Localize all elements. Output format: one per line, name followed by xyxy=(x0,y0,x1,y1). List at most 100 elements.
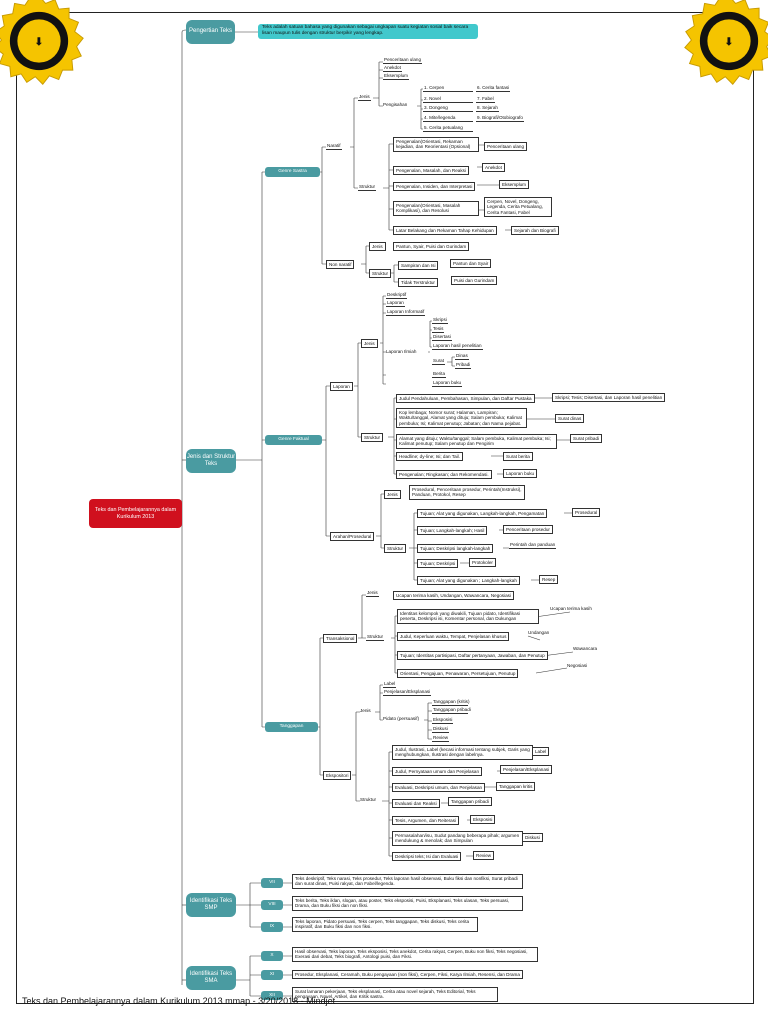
structure-box[interactable]: Pengenalan; Ringkasan; dan Rekomendasi. xyxy=(396,470,492,480)
list-item[interactable]: Disertasi xyxy=(432,334,452,341)
structure-tag[interactable]: Tanggapan pribadi xyxy=(448,797,492,807)
node-struktur[interactable]: Struktur xyxy=(360,797,377,802)
structure-box[interactable]: Pengenalan(Orientasi, Masalah Komplikasi… xyxy=(393,201,479,216)
list-item[interactable]: Pribadi xyxy=(455,362,472,369)
structure-box[interactable]: Tujuan; Deskripsi langkah-langkah xyxy=(417,544,494,554)
list-item[interactable]: Berita xyxy=(432,371,447,378)
structure-tag[interactable]: Wawancara xyxy=(573,646,598,651)
structure-tag[interactable]: Cerpen, Novel, Dongeng, Legenda, Cerita … xyxy=(484,197,552,218)
list-item[interactable]: Tesis xyxy=(432,326,445,333)
node-struktur[interactable]: Struktur xyxy=(384,544,407,554)
pdfxchange-badge-icon[interactable]: ⬇ xyxy=(0,0,86,88)
structure-tag[interactable]: Resep xyxy=(539,575,559,585)
structure-box[interactable]: Sampiran dan Isi xyxy=(398,261,439,271)
list-item[interactable]: Label xyxy=(383,681,397,688)
list-item[interactable]: 4. Mite/legenda xyxy=(423,115,473,122)
list-item[interactable]: 5. Cerita petualang xyxy=(423,125,473,132)
list-item[interactable]: Penceritaan ulang xyxy=(383,57,423,64)
node-jenis[interactable]: Jenis xyxy=(369,242,386,252)
node-struktur[interactable]: Struktur xyxy=(366,634,385,641)
structure-box[interactable]: Tujuan; Deskripsi xyxy=(417,559,459,569)
list-item[interactable]: Diskusi xyxy=(432,726,449,733)
structure-box[interactable]: Judul, Keperluan waktu, Tempat, Penjelas… xyxy=(397,632,510,642)
list-item[interactable]: Tanggapan pribadi xyxy=(432,707,471,714)
list-item[interactable]: Deskriptif xyxy=(386,292,408,299)
structure-box[interactable]: Tesis, Argumen, dan Reiterasi xyxy=(392,816,460,826)
list-item[interactable]: Eksposisi xyxy=(432,717,454,724)
node-struktur[interactable]: Struktur xyxy=(358,184,377,191)
structure-box[interactable]: Judul, Ilustrasi, Label (kecasi informas… xyxy=(392,745,533,760)
node-jenis[interactable]: Jenis xyxy=(384,490,401,500)
structure-tag[interactable]: Laporan buku xyxy=(503,469,538,479)
structure-box[interactable]: Pantun, Syair, Puisi dan Gurindam xyxy=(393,242,470,252)
genre-faktual[interactable]: Genre Faktual xyxy=(265,435,322,445)
structure-box[interactable]: Permasalahan/isu, Sudut pandang beberapa… xyxy=(392,831,523,846)
list-item[interactable]: 2. Novel xyxy=(423,96,473,103)
structure-tag[interactable]: Anekdot xyxy=(482,163,505,173)
structure-tag[interactable]: Surat berita xyxy=(503,452,533,462)
node-arahan-prosedural[interactable]: Arahan/Prosedural xyxy=(330,532,375,542)
structure-box[interactable]: Pengenalan, Insiden, dan Interpretasi xyxy=(393,182,476,192)
structure-box[interactable]: Tujuan; Alat yang digunakan ; Langkah-la… xyxy=(417,576,520,586)
grade-text-box[interactable]: Hasil observasi, Teks laporan, Teks eksp… xyxy=(292,947,538,962)
grade-text-box[interactable]: Surat lamaran pekerjaan, Teks eksplanasi… xyxy=(292,987,498,1002)
structure-tag[interactable]: Puisi dan Gurindam xyxy=(451,276,498,286)
list-item[interactable]: Anekdot xyxy=(383,65,402,72)
grade-x[interactable]: X xyxy=(261,951,283,961)
list-item[interactable]: Review xyxy=(432,735,450,742)
node-laporan-ilmiah[interactable]: Laporan Ilmiah xyxy=(386,349,417,354)
list-item[interactable]: Penjelasan/Eksplanasi xyxy=(383,689,432,696)
node-pidato[interactable]: Pidato (persuasif) xyxy=(383,716,420,721)
node-jenis[interactable]: Jenis xyxy=(358,94,371,101)
structure-box[interactable]: Pengenalan, Masalah, dan Reaksi xyxy=(393,166,469,176)
structure-tag[interactable]: Eksemplum xyxy=(499,180,529,190)
structure-box[interactable]: Kop lembaga; Nomor surat; Halaman, Lampi… xyxy=(396,408,527,429)
structure-tag[interactable]: Prosedural xyxy=(572,508,601,518)
structure-tag[interactable]: Tanggapan kritis xyxy=(496,782,536,792)
grade-text-box[interactable]: Teks deskriptif, Teks narasi, Teks prose… xyxy=(292,874,523,889)
structure-tag[interactable]: Protokoler xyxy=(469,558,496,568)
structure-box[interactable]: Headline; dy-line; Isi; dan Tail. xyxy=(396,452,463,462)
structure-box[interactable]: Pengenalan(Orientasi, Rekaman kejadian, … xyxy=(393,137,479,152)
list-item[interactable]: Dinas xyxy=(455,353,469,360)
node-struktur[interactable]: Struktur xyxy=(369,269,392,279)
node-surat[interactable]: Surat xyxy=(432,358,445,365)
structure-box[interactable]: Evaluasi, Deskripsi umum, dan Penjelasan xyxy=(392,783,486,793)
list-item[interactable]: Tanggapan (kritis) xyxy=(432,699,470,706)
list-item[interactable]: 9. Biografi/Otobiografo xyxy=(476,115,524,122)
list-item[interactable]: 3. Dongeng xyxy=(423,105,473,112)
structure-box[interactable]: Ucapan terima kasih, Undangan, Wawancara… xyxy=(393,591,514,601)
structure-tag[interactable]: Eksposisi xyxy=(470,815,496,825)
structure-tag[interactable]: Skripsi; Tesis; Disertasi, dan Laporan h… xyxy=(552,393,666,403)
node-laporan[interactable]: Laporan xyxy=(330,382,353,392)
grade-vii[interactable]: VII xyxy=(261,878,283,888)
structure-tag[interactable]: Surat pribadi xyxy=(570,434,603,444)
structure-tag[interactable]: Review xyxy=(473,851,495,861)
list-item[interactable]: Laporan xyxy=(386,300,405,307)
structure-tag[interactable]: Sejarah dan Biografi xyxy=(511,226,559,236)
topic-identifikasi-smp[interactable]: Identifikasi Teks SMP xyxy=(186,893,236,917)
node-struktur[interactable]: Struktur xyxy=(361,433,384,443)
structure-tag[interactable]: Label xyxy=(532,747,550,757)
structure-box[interactable]: Judul Pendahuluan, Pembahasan, Simpulan,… xyxy=(396,394,535,404)
structure-box[interactable]: Evaluasi dan Reaksi xyxy=(392,799,440,809)
structure-tag[interactable]: Negosiasi xyxy=(567,663,588,668)
structure-tag[interactable]: Pantun dan Syair xyxy=(450,259,492,269)
node-ekspositori[interactable]: Ekspositori xyxy=(323,771,352,781)
list-item[interactable]: Skripsi xyxy=(432,317,448,324)
grade-xii[interactable]: XII xyxy=(261,991,283,1000)
grade-text-box[interactable]: Teks berita, Teks iklan, slogan, atau po… xyxy=(292,896,523,911)
node-transaksional[interactable]: Transaksional xyxy=(323,634,358,644)
list-item[interactable]: Laporan buku xyxy=(432,380,463,387)
pdfxchange-badge-icon[interactable]: ⬇ xyxy=(682,0,768,88)
list-item[interactable]: Eksemplum xyxy=(383,73,409,80)
structure-box[interactable]: Tujuan; Alat yang digunakan, Langkah-lan… xyxy=(417,509,548,519)
structure-tag[interactable]: Perintah dan panduan xyxy=(509,542,557,549)
node-jenis[interactable]: Jenis xyxy=(366,590,379,597)
structure-tag[interactable]: Penceritaan prosedur xyxy=(503,525,553,535)
structure-box[interactable]: Deskripsi teks; Isi dan Evaluasi xyxy=(392,852,462,862)
list-item[interactable]: 7. Fabel xyxy=(476,96,495,103)
structure-tag[interactable]: Penjelasan/Eksplanasi xyxy=(500,765,553,775)
list-item[interactable]: 8. Sejarah xyxy=(476,105,499,112)
grade-text-box[interactable]: Teks laporan, Pidato persuasi, Teks cerp… xyxy=(292,917,478,932)
